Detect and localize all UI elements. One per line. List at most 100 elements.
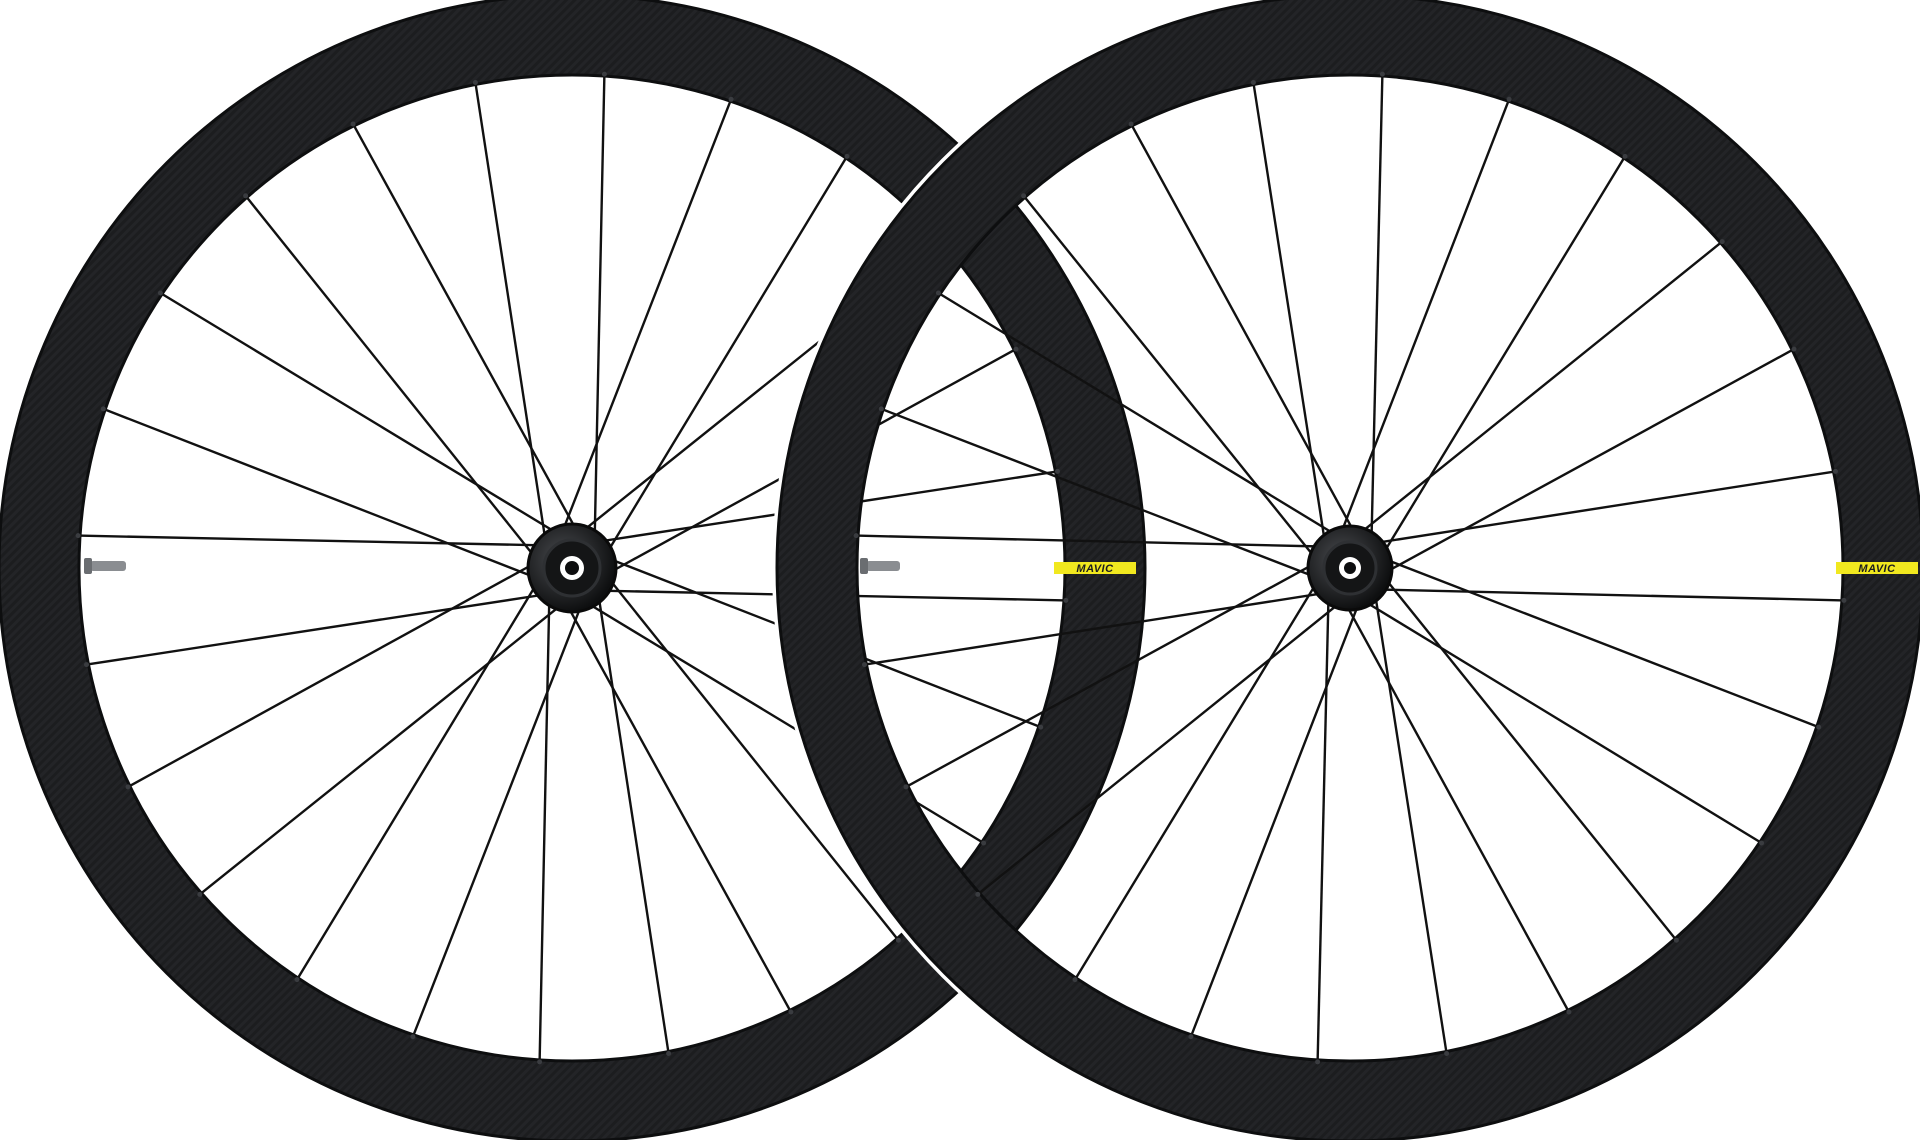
front-rim-decal-right: MAVIC <box>1836 562 1918 575</box>
rear-spoke-nipple <box>1038 724 1044 730</box>
front-spoke <box>1385 348 1795 574</box>
front-spoke <box>1130 123 1356 533</box>
front-spoke-nipple <box>1128 121 1134 127</box>
front-spoke-nipple <box>1444 1051 1450 1056</box>
rear-spoke <box>561 98 733 532</box>
front-spoke-nipple <box>1315 1059 1321 1065</box>
front-hub <box>1306 524 1394 612</box>
rear-spoke <box>102 407 536 579</box>
rear-spoke <box>127 562 535 788</box>
rear-spokes <box>75 71 1069 1065</box>
front-spoke <box>1316 596 1330 1062</box>
front-spoke-nipple <box>1833 468 1838 474</box>
front-spoke <box>1373 593 1448 1054</box>
front-spoke-nipple <box>1250 80 1256 85</box>
rear-spoke <box>605 155 849 554</box>
rear-spoke-nipple <box>410 1034 416 1040</box>
front-spoke <box>1073 581 1318 981</box>
rear-spoke <box>244 195 537 559</box>
front-spoke <box>905 562 1315 788</box>
rear-spoke-nipple <box>844 153 850 159</box>
front-spoke-nipple <box>1188 1034 1194 1040</box>
front-spoke <box>1339 98 1511 534</box>
front-spoke <box>1370 74 1384 540</box>
rear-spoke <box>597 595 670 1054</box>
front-spoke-nipple <box>1379 71 1385 77</box>
rear-spoke-nipple <box>981 840 987 846</box>
rear-valve <box>84 558 126 574</box>
front-spoke <box>977 601 1341 896</box>
rear-spoke-nipple <box>294 977 300 983</box>
rear-spoke-nipple <box>1013 346 1019 352</box>
rear-spoke-nipple <box>537 1059 543 1065</box>
rear-spoke-nipple <box>728 96 734 102</box>
front-spoke-nipple <box>935 290 941 296</box>
front-spoke-nipple <box>1791 346 1797 352</box>
front-spoke <box>1375 470 1836 545</box>
rear-spoke <box>78 534 542 547</box>
front-spoke-nipple <box>1506 96 1512 102</box>
rear-spoke <box>566 605 792 1013</box>
rear-spoke <box>474 82 547 541</box>
front-spoke <box>1344 603 1570 1013</box>
rear-spoke <box>538 598 551 1062</box>
rear-spoke-nipple <box>197 891 203 897</box>
rear-hub <box>526 522 618 614</box>
front-spoke <box>937 291 1337 536</box>
front-spoke <box>864 591 1325 666</box>
rear-spoke-nipple <box>125 784 131 790</box>
rear-spoke <box>199 603 563 896</box>
front-spoke-nipple <box>1759 840 1765 846</box>
front-spoke <box>1383 577 1678 941</box>
front-spoke <box>1378 588 1844 602</box>
decal-brand-text-right: MAVIC <box>1858 563 1896 575</box>
front-spoke <box>856 534 1322 548</box>
rear-spoke-nipple <box>788 1009 794 1015</box>
front-spoke-nipple <box>878 406 884 412</box>
rear-spoke-nipple <box>350 121 356 127</box>
rear-spoke-nipple <box>666 1051 672 1056</box>
rear-rim-outer-edge <box>0 0 1147 1140</box>
front-spoke-nipple <box>1673 937 1679 943</box>
rear-spoke <box>593 74 606 538</box>
rear-spoke <box>352 123 578 531</box>
front-spoke <box>1359 240 1723 535</box>
front-spoke <box>880 407 1316 579</box>
rear-spoke-nipple <box>472 80 478 85</box>
front-spoke <box>1384 557 1820 729</box>
rear-spoke <box>86 593 545 666</box>
rear-spoke <box>607 577 900 941</box>
rear-spoke-nipple <box>243 193 249 199</box>
rear-spoke <box>159 291 558 535</box>
front-spoke-nipple <box>1719 239 1725 245</box>
front-spoke-nipple <box>1021 193 1027 199</box>
rear-spoke-nipple <box>157 290 163 296</box>
rear-spoke-nipple <box>895 937 901 943</box>
front-spoke <box>1252 82 1327 543</box>
rear-spoke-nipple <box>601 71 607 77</box>
front-spoke-nipple <box>903 784 909 790</box>
front-spoke <box>1363 600 1763 845</box>
front-rim-decal-left: MAVIC <box>1054 562 1136 575</box>
front-spokes <box>853 71 1847 1065</box>
front-spoke-nipple <box>853 533 859 539</box>
rear-spoke <box>295 582 539 981</box>
front-spoke-nipple <box>1072 977 1078 983</box>
rear-spoke <box>411 604 583 1038</box>
front-wheel: MAVIC MAVIC <box>772 0 1920 1140</box>
front-spoke <box>1189 602 1361 1038</box>
front-spoke <box>1022 195 1317 559</box>
front-spoke-nipple <box>1841 597 1847 603</box>
front-spoke-nipple <box>1566 1009 1572 1015</box>
front-spoke-nipple <box>1816 724 1822 730</box>
rear-spoke-nipple <box>1063 597 1069 603</box>
front-valve <box>860 558 900 574</box>
rear-spoke-nipple <box>84 662 89 668</box>
front-spoke-nipple <box>1622 153 1628 159</box>
rear-spoke-nipple <box>100 406 106 412</box>
rear-spoke-nipple <box>75 533 81 539</box>
front-spoke <box>1382 155 1627 555</box>
front-rim-outer-edge <box>775 0 1920 1140</box>
